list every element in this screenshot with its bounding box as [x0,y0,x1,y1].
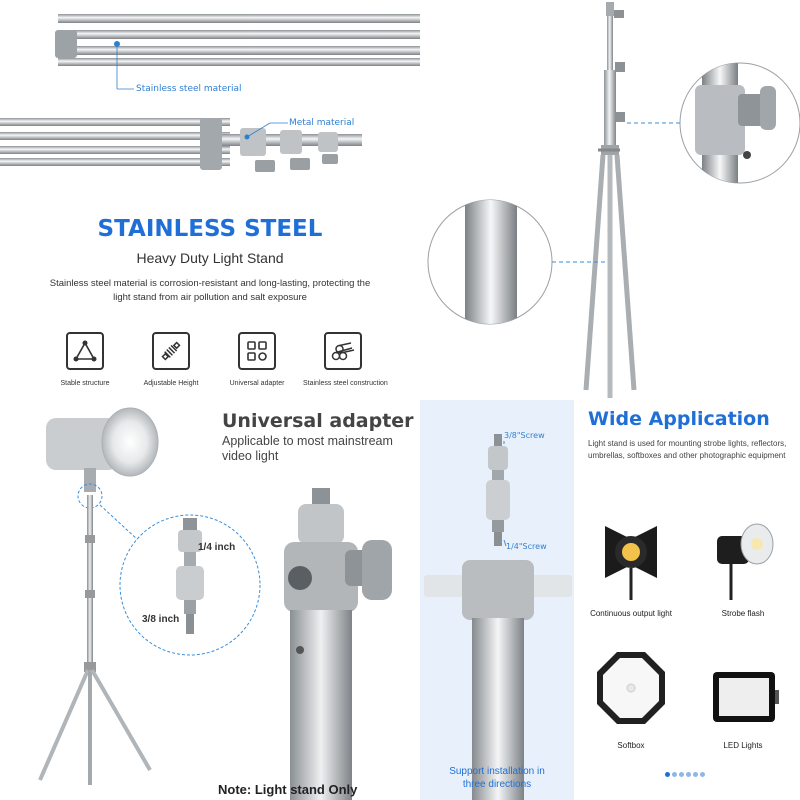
triangle-nodes-icon [66,332,104,370]
grid-squares-icon [238,332,276,370]
section-title: STAINLESS STEEL [97,216,323,242]
support-caption-line: Support installation in [449,766,545,777]
app-label: Softbox [617,741,645,750]
application-description-line: umbrellas, softboxes and other photograp… [588,451,786,460]
feature-universal-adapter: Universal adapter [217,332,297,387]
application-description-line: Light stand is used for mounting strobe … [588,439,787,448]
feature-adjustable-height: Adjustable Height [131,332,211,387]
label-1-4-screw: 1/4"Screw [506,542,547,551]
feature-stainless-construction: Stainless steel construction [303,332,388,387]
light-stand-illustration [427,2,800,398]
feature-label: Stable structure [60,380,110,387]
description-line: light stand from air pollution and salt … [113,292,307,303]
carousel-dot[interactable] [700,772,705,777]
app-strobe-flash: Strobe flash [688,510,798,618]
application-description: Light stand is used for mounting strobe … [588,438,786,462]
adapter-subtitle: Applicable to most mainstream video ligh… [222,434,393,464]
carousel-dot[interactable] [693,772,698,777]
spring-icon [152,332,190,370]
carousel-dot[interactable] [686,772,691,777]
app-label: LED Lights [723,741,763,750]
support-caption-line: three directions [462,779,532,790]
app-label: Continuous output light [590,609,672,618]
application-title: Wide Application [588,408,770,430]
note-text: Note: Light stand Only [218,782,358,797]
softbox-icon [597,652,665,724]
section-description: Stainless steel material is corrosion-re… [0,277,420,305]
panel-wide-application: Wide Application Light stand is used for… [576,400,800,800]
adapter-subtitle-line: video light [222,449,279,463]
label-3-8-screw: 3/8"Screw [504,431,545,440]
led-panel-icon [713,672,779,722]
panel-screw-directions: 3/8"Screw 1/4"Screw Support installation… [420,400,574,800]
screw-spigot-illustration [424,434,572,800]
panel-universal-adapter: Universal adapter Applicable to most mai… [0,400,420,800]
carousel-dots[interactable] [664,764,706,782]
adapter-illustration [38,407,392,800]
feature-label: Adjustable Height [143,380,199,387]
feature-stable-structure: Stable structure [45,332,125,387]
callout-stainless-steel-material: Stainless steel material [136,84,242,94]
feature-label: Universal adapter [229,380,285,387]
app-label: Strobe flash [721,609,765,618]
support-caption: Support installation in three directions [420,765,574,791]
stand-legs-illustration [0,14,420,172]
carousel-dot[interactable] [665,772,670,777]
label-quarter-inch: 1/4 inch [198,542,236,553]
app-softbox: Softbox [576,648,686,750]
panel-stand-detail [420,0,800,400]
app-led-lights: LED Lights [688,662,798,750]
continuous-light-icon [605,526,657,600]
carousel-dot[interactable] [672,772,677,777]
description-line: Stainless steel material is corrosion-re… [49,278,371,289]
app-continuous-light: Continuous output light [576,510,686,618]
label-three-eighths-inch: 3/8 inch [142,614,180,625]
section-subtitle: Heavy Duty Light Stand [136,250,284,266]
feature-label: Stainless steel construction [303,380,388,387]
strobe-flash-icon [717,523,774,600]
adapter-subtitle-line: Applicable to most mainstream [222,434,393,448]
steel-pipes-icon [324,332,362,370]
carousel-dot[interactable] [679,772,684,777]
adapter-title: Universal adapter [222,410,414,432]
callout-metal-material: Metal material [289,118,355,128]
panel-stainless-steel: Stainless steel material Metal material … [0,0,420,400]
